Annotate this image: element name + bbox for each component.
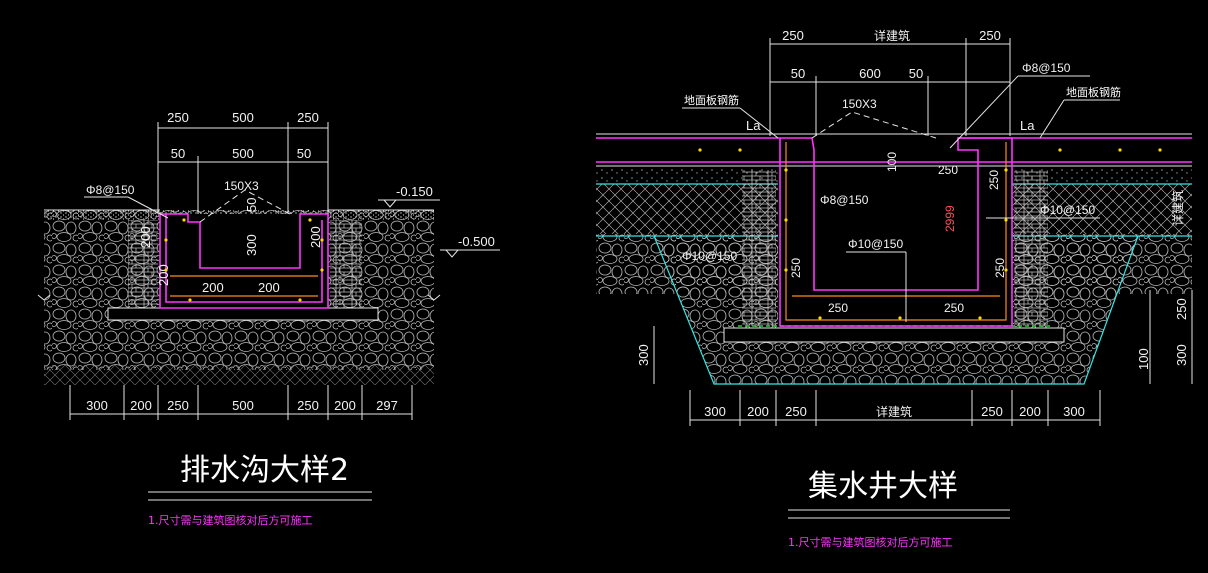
la-left: La xyxy=(746,118,761,133)
elevation-2: -0.500 xyxy=(458,234,495,249)
right-bottom-dim-6: 200 xyxy=(1019,404,1041,419)
dim-100-vertical: 100 xyxy=(885,152,899,172)
dim-300-left: 300 xyxy=(636,344,651,366)
inner-dim-left: 200 xyxy=(138,226,153,248)
right-title: 集水井大样 xyxy=(808,469,958,504)
base-hatch xyxy=(44,365,434,385)
left-bottom-dimensions: 300 200 250 500 250 200 297 xyxy=(69,385,413,420)
right-bottom-dimensions: 300 200 250 详建筑 250 200 300 xyxy=(689,390,1101,426)
left-top-dim-2: 500 xyxy=(232,110,254,125)
left-bottom-dim-6: 200 xyxy=(334,398,356,413)
left-bottom-dim-7: 297 xyxy=(376,398,398,413)
inner-dim-right: 200 xyxy=(308,226,323,248)
dim-250-far-right: 250 xyxy=(1174,298,1189,320)
red-dimension: 2999 xyxy=(943,205,957,232)
dim-250-bottom-left: 250 xyxy=(828,301,848,315)
right-bottom-dim-2: 200 xyxy=(747,404,769,419)
right-bottom-dim-5: 250 xyxy=(981,404,1003,419)
label-floor-rebar-left: 地面板钢筋 xyxy=(684,93,739,107)
right-brick-wall-left xyxy=(742,170,776,326)
left-top-dim-1: 250 xyxy=(167,110,189,125)
right-top-dim-1: 250 xyxy=(782,28,804,43)
left-sub-dim-1: 50 xyxy=(171,146,185,161)
break-marks xyxy=(37,294,441,301)
rebar-dots xyxy=(164,148,1162,320)
right-sub-dim-2: 600 xyxy=(859,66,881,81)
right-bottom-dim-1: 300 xyxy=(704,404,726,419)
bottom-inner-center: 200 xyxy=(202,280,224,295)
right-rebar-mid: Φ8@150 xyxy=(820,193,869,207)
right-rebar-center: Φ10@150 xyxy=(848,237,903,251)
left-bottom-dim-1: 300 xyxy=(86,398,108,413)
right-top-dimensions: 250 详建筑 250 50 600 50 xyxy=(769,28,1011,136)
ditch-concrete-outline xyxy=(159,213,329,309)
left-bottom-dim-4: 500 xyxy=(232,398,254,413)
right-bottom-dim-7: 300 xyxy=(1063,404,1085,419)
elevation-1-mark xyxy=(378,199,440,208)
ditch-rebar-line xyxy=(165,214,323,303)
elevation-2-mark xyxy=(440,249,500,258)
dim-250-right-upper: 250 xyxy=(987,170,1001,190)
pit-base-slab xyxy=(723,327,1065,343)
left-title: 排水沟大样2 xyxy=(180,453,349,488)
left-note: 1.尺寸需与建筑图核对后方可施工 xyxy=(148,513,313,527)
left-slope-label: 150X3 xyxy=(224,179,259,193)
right-rebar-right: Φ10@150 xyxy=(1040,203,1095,217)
right-rebar-left: Φ10@150 xyxy=(682,249,737,263)
left-sub-dim-3: 50 xyxy=(297,146,311,161)
brick-wall-left xyxy=(128,220,158,308)
ditch-rebar-bottom xyxy=(170,275,318,297)
pit-cover-dashed xyxy=(811,111,937,139)
small-dim-50: 50 xyxy=(244,198,259,212)
right-note: 1.尺寸需与建筑图核对后方可施工 xyxy=(788,535,953,549)
pit-rebar xyxy=(785,142,1007,321)
left-bottom-dim-5: 250 xyxy=(297,398,319,413)
la-right: La xyxy=(1020,118,1035,133)
right-slope-label: 150X3 xyxy=(842,97,877,111)
excavation-outline xyxy=(653,235,1139,385)
pit-concrete-outline xyxy=(779,137,1013,327)
left-top-dimensions: 250 500 250 50 500 50 xyxy=(157,110,329,214)
right-rebar-top: Φ8@150 xyxy=(1022,61,1071,75)
left-sub-dim-2: 500 xyxy=(232,146,254,161)
right-sub-dim-1: 50 xyxy=(791,66,805,81)
right-bottom-dim-3: 250 xyxy=(785,404,807,419)
brick-wall-right xyxy=(330,220,362,308)
dim-250-upper: 250 xyxy=(938,163,958,177)
left-top-dim-3: 250 xyxy=(297,110,319,125)
dim-250-left-wall: 250 xyxy=(789,258,803,278)
dim-250-right-wall: 250 xyxy=(993,258,1007,278)
inner-dim-center: 300 xyxy=(244,234,259,256)
bottom-inner-left: 200 xyxy=(156,264,171,286)
ditch-base-slab xyxy=(107,307,379,321)
bottom-inner-right: 200 xyxy=(258,280,280,295)
right-top-dim-3: 250 xyxy=(979,28,1001,43)
elevation-1: -0.150 xyxy=(396,184,433,199)
dim-250-bottom-right: 250 xyxy=(944,301,964,315)
sump-pit-detail: 250 详建筑 250 50 600 50 150X3 Φ8@150 地面板钢筋… xyxy=(596,28,1193,549)
label-floor-rebar-right: 地面板钢筋 xyxy=(1066,85,1121,99)
left-bottom-dim-3: 250 xyxy=(167,398,189,413)
right-brick-wall-right xyxy=(1014,170,1048,326)
dim-100-right: 100 xyxy=(1136,348,1151,370)
cover-dashed-slope xyxy=(199,189,291,223)
right-sub-dim-3: 50 xyxy=(909,66,923,81)
drainage-ditch-detail: 250 500 250 50 500 50 150X3 Φ8@150 -0.15… xyxy=(37,110,500,527)
right-top-dim-2: 详建筑 xyxy=(874,28,910,43)
left-bottom-dim-2: 200 xyxy=(130,398,152,413)
dim-300-right: 300 xyxy=(1174,344,1189,366)
left-rebar-label: Φ8@150 xyxy=(86,183,135,197)
right-bottom-dim-4: 详建筑 xyxy=(876,404,912,419)
side-detail-label: 详建筑 xyxy=(1170,190,1185,226)
